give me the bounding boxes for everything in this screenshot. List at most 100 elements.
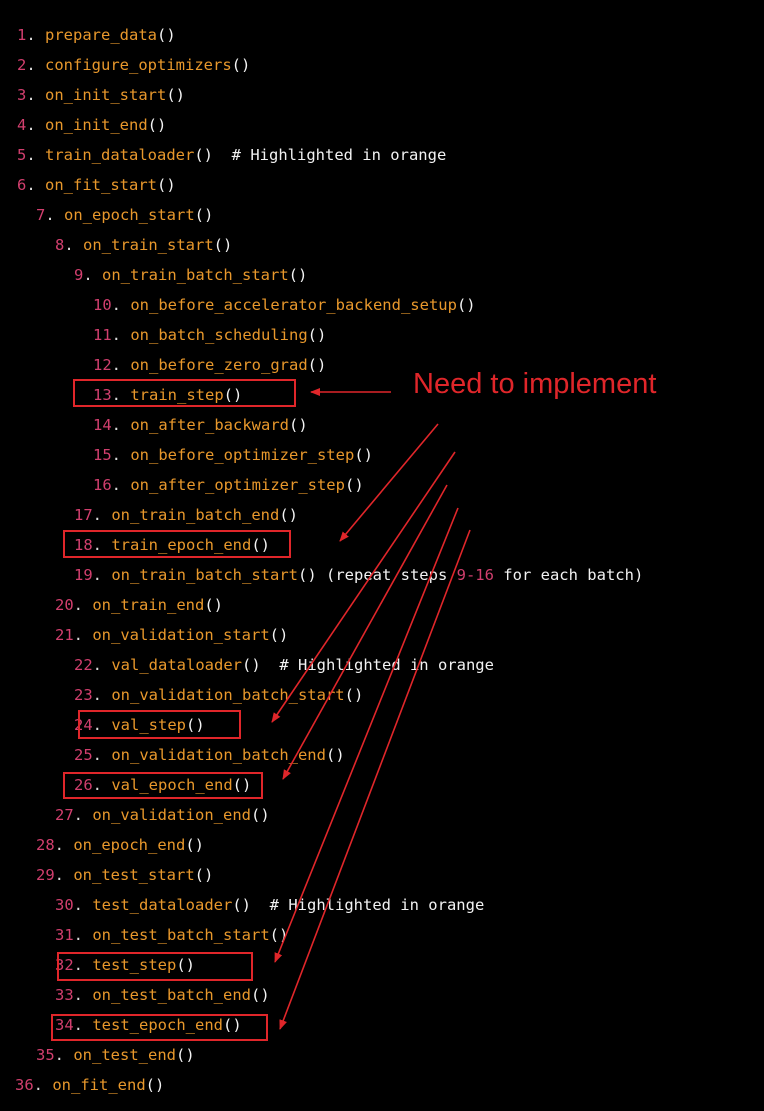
step-number: 36 [15,1076,34,1094]
hook-name: on_validation_batch_end [111,746,326,764]
hook-line-prepare-data: 1. prepare_data() [17,23,176,47]
step-number: 23 [74,686,93,704]
separator: . [26,56,46,74]
parentheses: () [232,776,252,794]
hook-name: on_test_batch_start [92,926,270,944]
hook-name: on_epoch_start [64,206,195,224]
hook-line-on-validation-end: 27. on_validation_end() [55,803,270,827]
separator: . [73,596,93,614]
hook-line-on-batch-scheduling: 11. on_batch_scheduling() [93,323,326,347]
parentheses: () [297,566,317,584]
parentheses: () [242,656,261,674]
hook-line-val-dataloader: 22. val_dataloader() # Highlighted in or… [74,653,494,677]
hook-name: train_dataloader [45,146,195,164]
step-number: 25 [74,746,93,764]
step-number: 17 [74,506,93,524]
hook-line-on-init-end: 4. on_init_end() [17,113,166,137]
parentheses: () [147,116,167,134]
separator: . [73,1016,93,1034]
hook-name: on_batch_scheduling [130,326,308,344]
hook-name: on_before_optimizer_step [130,446,355,464]
hook-line-on-after-optimizer-step: 16. on_after_optimizer_step() [93,473,364,497]
separator: . [73,986,93,1004]
separator: . [26,116,46,134]
separator: . [92,536,112,554]
hook-name: on_test_batch_end [92,986,251,1004]
step-range: 9-16 [456,566,494,584]
parentheses: () [176,1046,195,1064]
hook-line-configure-optimizers: 2. configure_optimizers() [17,53,250,77]
hook-line-on-validation-start: 21. on_validation_start() [55,623,288,647]
hook-name: prepare_data [45,26,157,44]
separator: . [111,416,131,434]
step-number: 7 [36,206,46,224]
separator: . [45,206,65,224]
hook-name: on_test_end [73,1046,176,1064]
separator: . [92,566,112,584]
parentheses: () [344,686,364,704]
parentheses: () [176,956,196,974]
separator: . [111,356,131,374]
parentheses: () [231,56,251,74]
hook-line-on-before-optimizer-step: 15. on_before_optimizer_step() [93,443,373,467]
parentheses: () [145,1076,165,1094]
hook-line-on-after-backward: 14. on_after_backward() [93,413,308,437]
separator: . [73,896,93,914]
separator: . [54,866,74,884]
hook-name: on_train_end [92,596,205,614]
hook-name: on_epoch_end [73,836,186,854]
hook-name: train_epoch_end [111,536,252,554]
hook-line-on-fit-start: 6. on_fit_start() [17,173,176,197]
hook-line-on-train-start: 8. on_train_start() [55,233,232,257]
hook-name: configure_optimizers [45,56,232,74]
arrow-to-test-step [274,507,459,963]
step-number: 20 [55,596,74,614]
separator: . [111,386,131,404]
step-number: 30 [55,896,74,914]
step-number: 28 [36,836,55,854]
step-number: 8 [55,236,65,254]
parentheses: () [269,626,289,644]
hook-line-on-fit-end: 36. on_fit_end() [15,1073,164,1097]
step-number: 22 [74,656,93,674]
parentheses: () [251,536,270,554]
step-number: 2 [17,56,27,74]
step-number: 32 [55,956,74,974]
parentheses: () [288,416,308,434]
separator: . [33,1076,53,1094]
separator: . [54,1046,74,1064]
parentheses: () [279,506,298,524]
step-number: 34 [55,1016,74,1034]
comment: # Highlighted in orange [213,146,447,164]
parentheses: () [250,806,270,824]
arrow-to-test-epoch-end [279,529,471,1030]
step-number: 9 [74,266,84,284]
separator: . [64,236,84,254]
comment: for each batch) [493,566,644,584]
arrow-to-val-step [271,451,456,723]
hook-name: on_fit_end [52,1076,146,1094]
step-number: 14 [93,416,112,434]
parentheses: () [354,446,373,464]
parentheses: () [307,326,327,344]
highlight-box-val-step [78,710,241,739]
hook-name: on_fit_start [45,176,157,194]
arrow-to-val-epoch-end [282,484,448,780]
hook-name: on_test_start [73,866,195,884]
step-number: 29 [36,866,55,884]
need-to-implement-annotation: Need to implement [413,368,657,400]
step-number: 1 [17,26,27,44]
separator: . [26,86,46,104]
step-number: 33 [55,986,74,1004]
parentheses: () [288,266,308,284]
hook-line-train-step: 13. train_step() [93,383,242,407]
step-number: 3 [17,86,27,104]
highlight-box-train-epoch-end [63,530,291,558]
step-number: 18 [74,536,93,554]
hook-name: val_step [111,716,186,734]
hook-line-test-dataloader: 30. test_dataloader() # Highlighted in o… [55,893,484,917]
separator: . [111,326,131,344]
hook-name: test_dataloader [92,896,233,914]
comment: # Highlighted in orange [260,656,494,674]
hook-name: on_before_zero_grad [130,356,308,374]
